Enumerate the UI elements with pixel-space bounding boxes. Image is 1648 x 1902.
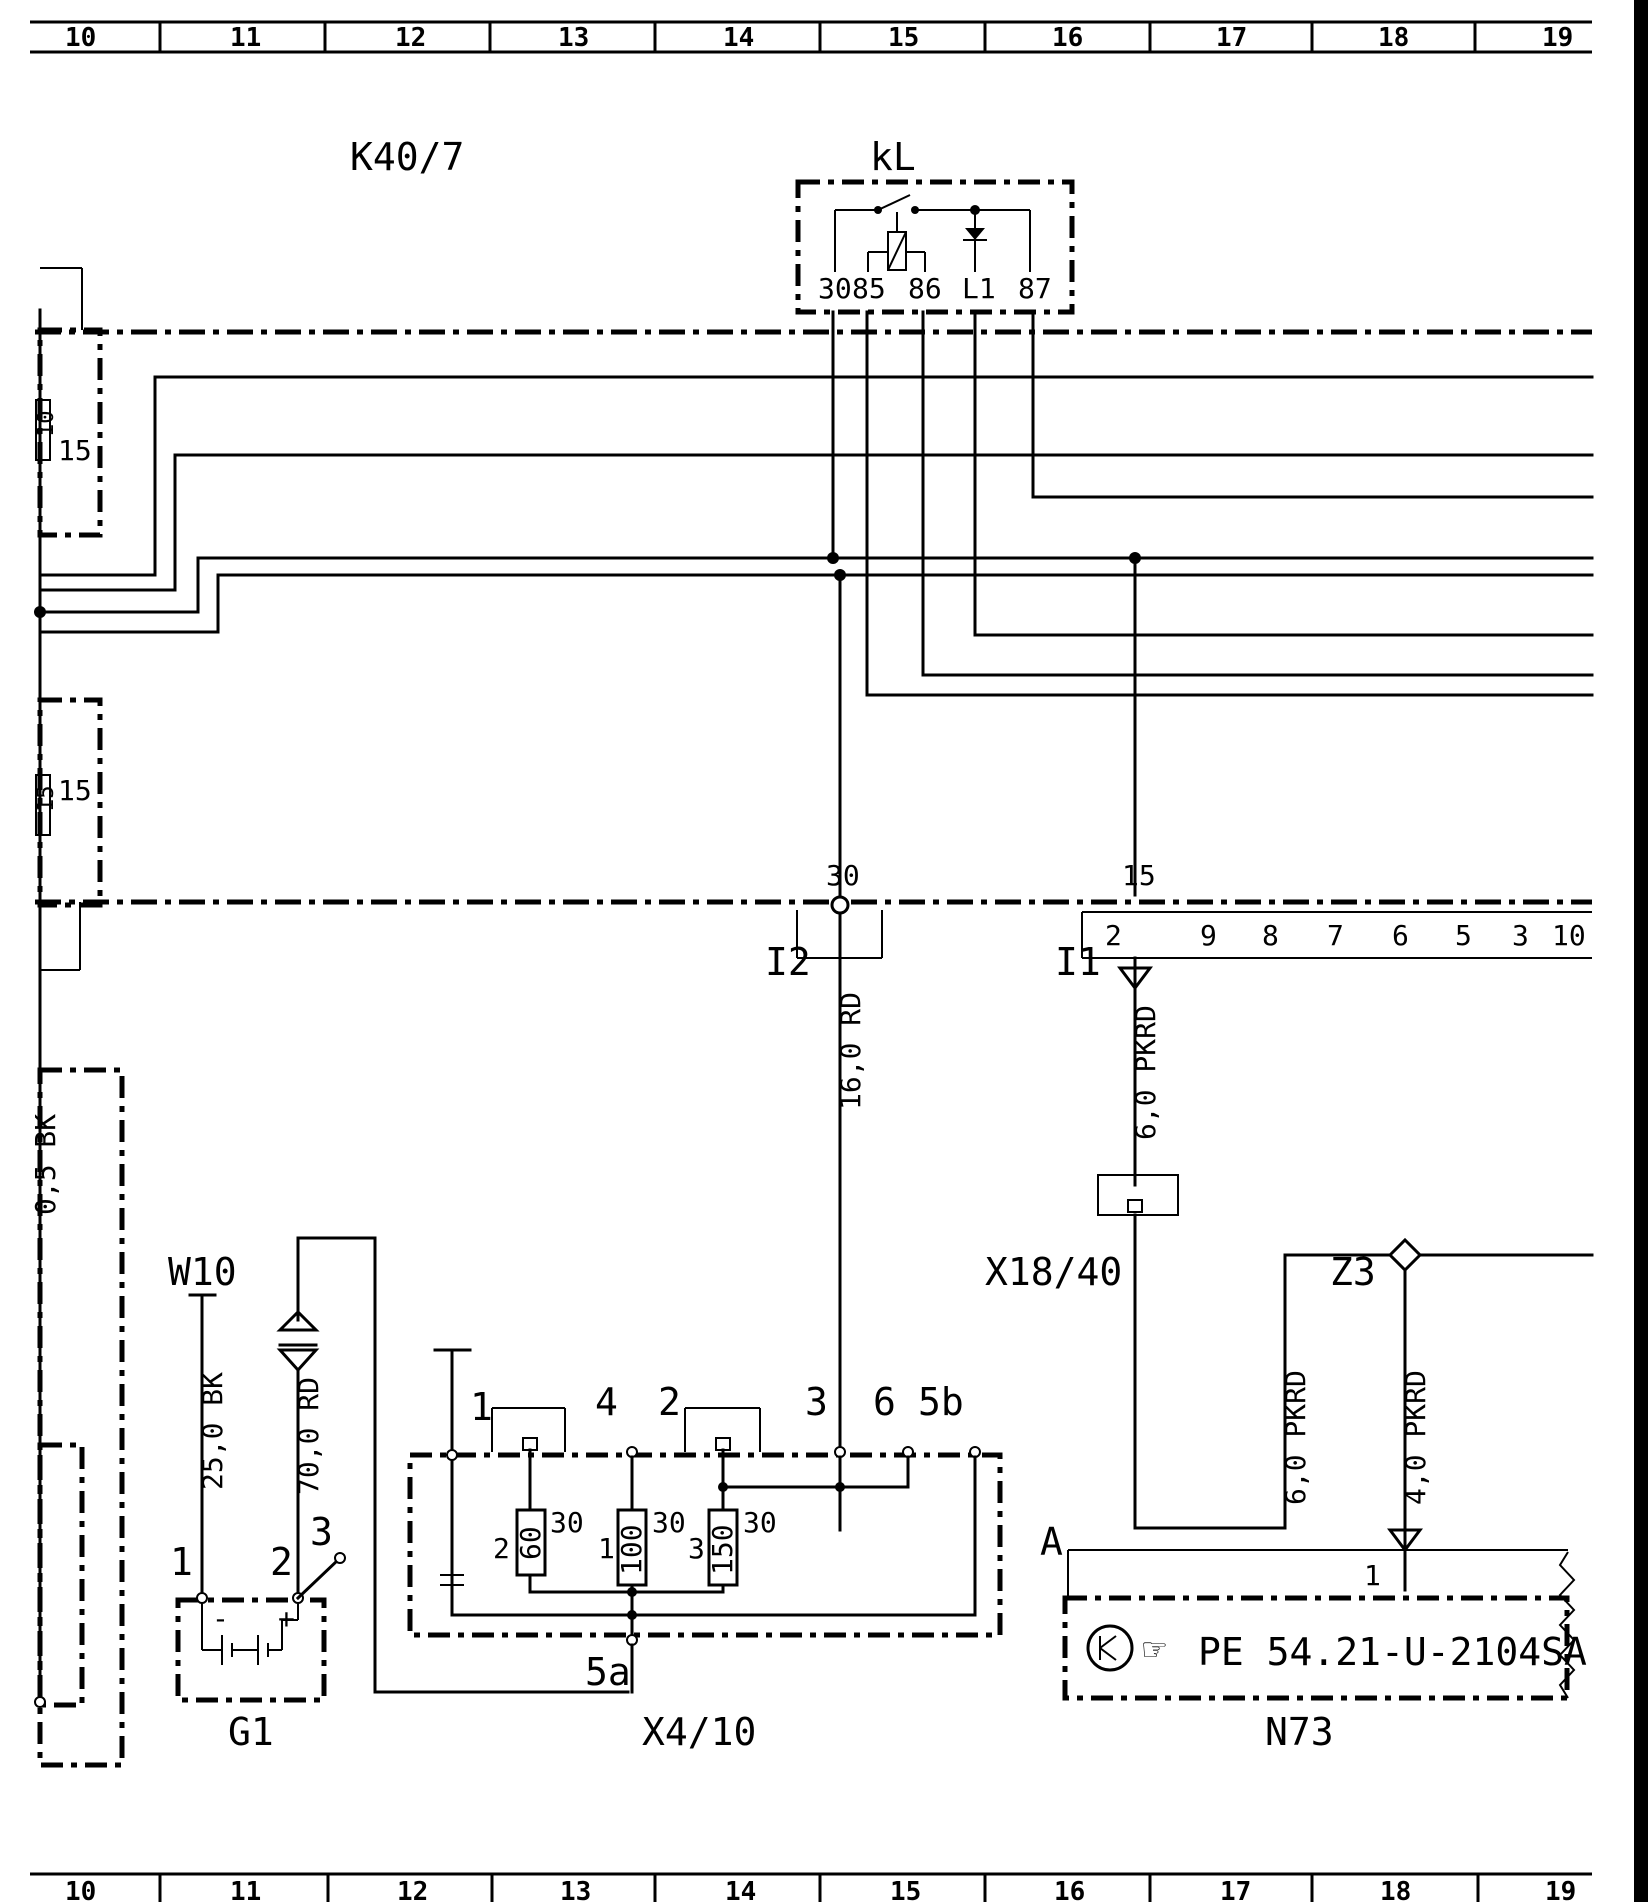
fuse-60-side: 2 xyxy=(493,1532,510,1565)
wire-6-pkrd-top: 6,0 PKRD xyxy=(1129,1005,1162,1140)
wire-70-rd: 70,0 RD xyxy=(292,1377,325,1495)
i1-pin-9: 9 xyxy=(1200,919,1217,952)
fuse-a-number: 10 xyxy=(34,411,59,438)
x4-pin-1: 1 xyxy=(470,1385,493,1429)
col-label-11: 11 xyxy=(230,23,261,53)
battery-pin-3: 3 xyxy=(310,1510,333,1554)
relay-pin-wires xyxy=(831,310,1594,697)
harness-horizontals xyxy=(38,375,1594,897)
wire-16-rd: 16,0 RD xyxy=(834,992,867,1110)
w10-label: W10 xyxy=(168,1250,237,1294)
k40-7-label: K40/7 xyxy=(350,135,464,179)
x18-40-label: X18/40 xyxy=(985,1250,1122,1294)
col-label-19: 19 xyxy=(1542,23,1573,53)
n73-label: N73 xyxy=(1265,1710,1334,1754)
x4-pin-4: 4 xyxy=(595,1380,618,1424)
i2-label: I2 xyxy=(765,940,811,984)
i1-pin-8: 8 xyxy=(1262,919,1279,952)
fuse-b-number: 15 xyxy=(34,786,59,813)
reference-hand-icon: ☞ xyxy=(1143,1627,1166,1671)
battery-minus: - xyxy=(212,1602,229,1635)
bottom-col-label-10: 10 xyxy=(65,1877,96,1902)
fuse-150-side: 3 xyxy=(688,1532,705,1565)
i1-pin-5: 5 xyxy=(1455,919,1472,952)
bottom-col-label-13: 13 xyxy=(560,1877,591,1902)
relay-kl: kL 30 85 86 L1 87 xyxy=(795,135,1075,315)
battery-pin-1: 1 xyxy=(170,1540,193,1584)
g1-label: G1 xyxy=(228,1710,274,1754)
i1-pin-7: 7 xyxy=(1327,919,1344,952)
fuse-100: 100 xyxy=(615,1524,648,1575)
x4-pin-2: 2 xyxy=(658,1380,681,1424)
bottom-col-label-12: 12 xyxy=(397,1877,428,1902)
fuse-60-rating: 30 xyxy=(550,1506,584,1539)
reference-text: PE 54.21-U-2104SA xyxy=(1198,1630,1587,1674)
col-label-17: 17 xyxy=(1216,23,1247,53)
splice-z3: Z3 6,0 PKRD 4,0 PKRD xyxy=(1279,1237,1594,1592)
i1-pin-3: 3 xyxy=(1512,919,1529,952)
ground-w10: W10 25,0 BK xyxy=(168,1250,237,1597)
col-label-13: 13 xyxy=(558,23,589,53)
n73-pin-a: A xyxy=(1040,1520,1063,1564)
wire-25-bk: 25,0 BK xyxy=(196,1372,229,1490)
n73-pin-1: 1 xyxy=(1364,1559,1381,1592)
bus-15-label: 15 xyxy=(1122,859,1156,892)
fuse-b-rating: 15 xyxy=(58,774,92,807)
bus-30-label: 30 xyxy=(826,859,860,892)
page-right-border xyxy=(1634,0,1648,1902)
x4-pin-5b: 5b xyxy=(918,1380,964,1424)
bottom-col-label-19: 19 xyxy=(1545,1877,1576,1902)
wire-4-pkrd: 4,0 PKRD xyxy=(1399,1370,1432,1505)
col-label-16: 16 xyxy=(1052,23,1083,53)
connector-x18-40: X18/40 xyxy=(985,1174,1287,1530)
module-n73: A 1 ☞ PE 54.21-U-2104SA N73 xyxy=(1040,1520,1587,1754)
fuse-100-rating: 30 xyxy=(652,1506,686,1539)
top-column-ruler: 10 11 12 13 14 15 16 17 18 19 xyxy=(30,20,1592,54)
i1-pin-10: 10 xyxy=(1552,919,1586,952)
left-fuse-column: 10 15 15 15 0,5 BK xyxy=(29,267,125,1768)
battery-g1: 1 2 3 - + G1 xyxy=(170,1510,346,1754)
bottom-col-label-17: 17 xyxy=(1220,1877,1251,1902)
relay-kl-label: kL xyxy=(870,135,916,179)
wire-6-pkrd-low: 6,0 PKRD xyxy=(1279,1370,1312,1505)
relay-pin-87: 87 xyxy=(1018,272,1052,305)
wire-0-5-bk: 0,5 BK xyxy=(29,1114,62,1215)
relay-pin-85: 85 xyxy=(852,272,886,305)
fuse-150: 150 xyxy=(706,1524,739,1575)
bottom-column-ruler: 10 11 12 13 14 15 16 17 18 19 xyxy=(30,1872,1592,1902)
bottom-col-label-14: 14 xyxy=(725,1877,756,1902)
battery-cable: 70,0 RD xyxy=(276,1236,630,1694)
x4-pin-3: 3 xyxy=(805,1380,828,1424)
col-label-10: 10 xyxy=(65,23,96,53)
relay-pin-86: 86 xyxy=(908,272,942,305)
col-label-18: 18 xyxy=(1378,23,1409,53)
fuse-150-rating: 30 xyxy=(743,1506,777,1539)
x4-10-label: X4/10 xyxy=(642,1710,756,1754)
bottom-col-label-18: 18 xyxy=(1380,1877,1411,1902)
i1-pin-2: 2 xyxy=(1105,919,1122,952)
i1-label: I1 xyxy=(1055,940,1101,984)
z3-label: Z3 xyxy=(1330,1250,1376,1294)
battery-pin-2: 2 xyxy=(270,1540,293,1584)
x4-pin-6: 6 xyxy=(873,1380,896,1424)
col-label-12: 12 xyxy=(395,23,426,53)
battery-plus: + xyxy=(278,1602,295,1635)
bottom-col-label-15: 15 xyxy=(890,1877,921,1902)
bottom-col-label-16: 16 xyxy=(1054,1877,1085,1902)
relay-pin-l1: L1 xyxy=(962,272,996,305)
col-label-15: 15 xyxy=(888,23,919,53)
i1-pin-6: 6 xyxy=(1392,919,1409,952)
x4-pin-5a: 5a xyxy=(585,1650,631,1694)
relay-pin-30: 30 xyxy=(818,272,852,305)
bus-terminal-30: 30 I2 16,0 RD xyxy=(765,859,883,1532)
bottom-col-label-11: 11 xyxy=(230,1877,261,1902)
fuse-block-x4-10: 1 4 2 3 6 5b 60 30 2 100 30 1 xyxy=(407,1348,1003,1754)
bus-terminal-15: 15 I1 2 9 8 7 6 5 3 10 6,0 PKRD xyxy=(1055,859,1592,1187)
fuse-60: 60 xyxy=(514,1526,547,1560)
fuse-a-rating: 15 xyxy=(58,434,92,467)
col-label-14: 14 xyxy=(723,23,754,53)
fuse-100-side: 1 xyxy=(598,1532,615,1565)
